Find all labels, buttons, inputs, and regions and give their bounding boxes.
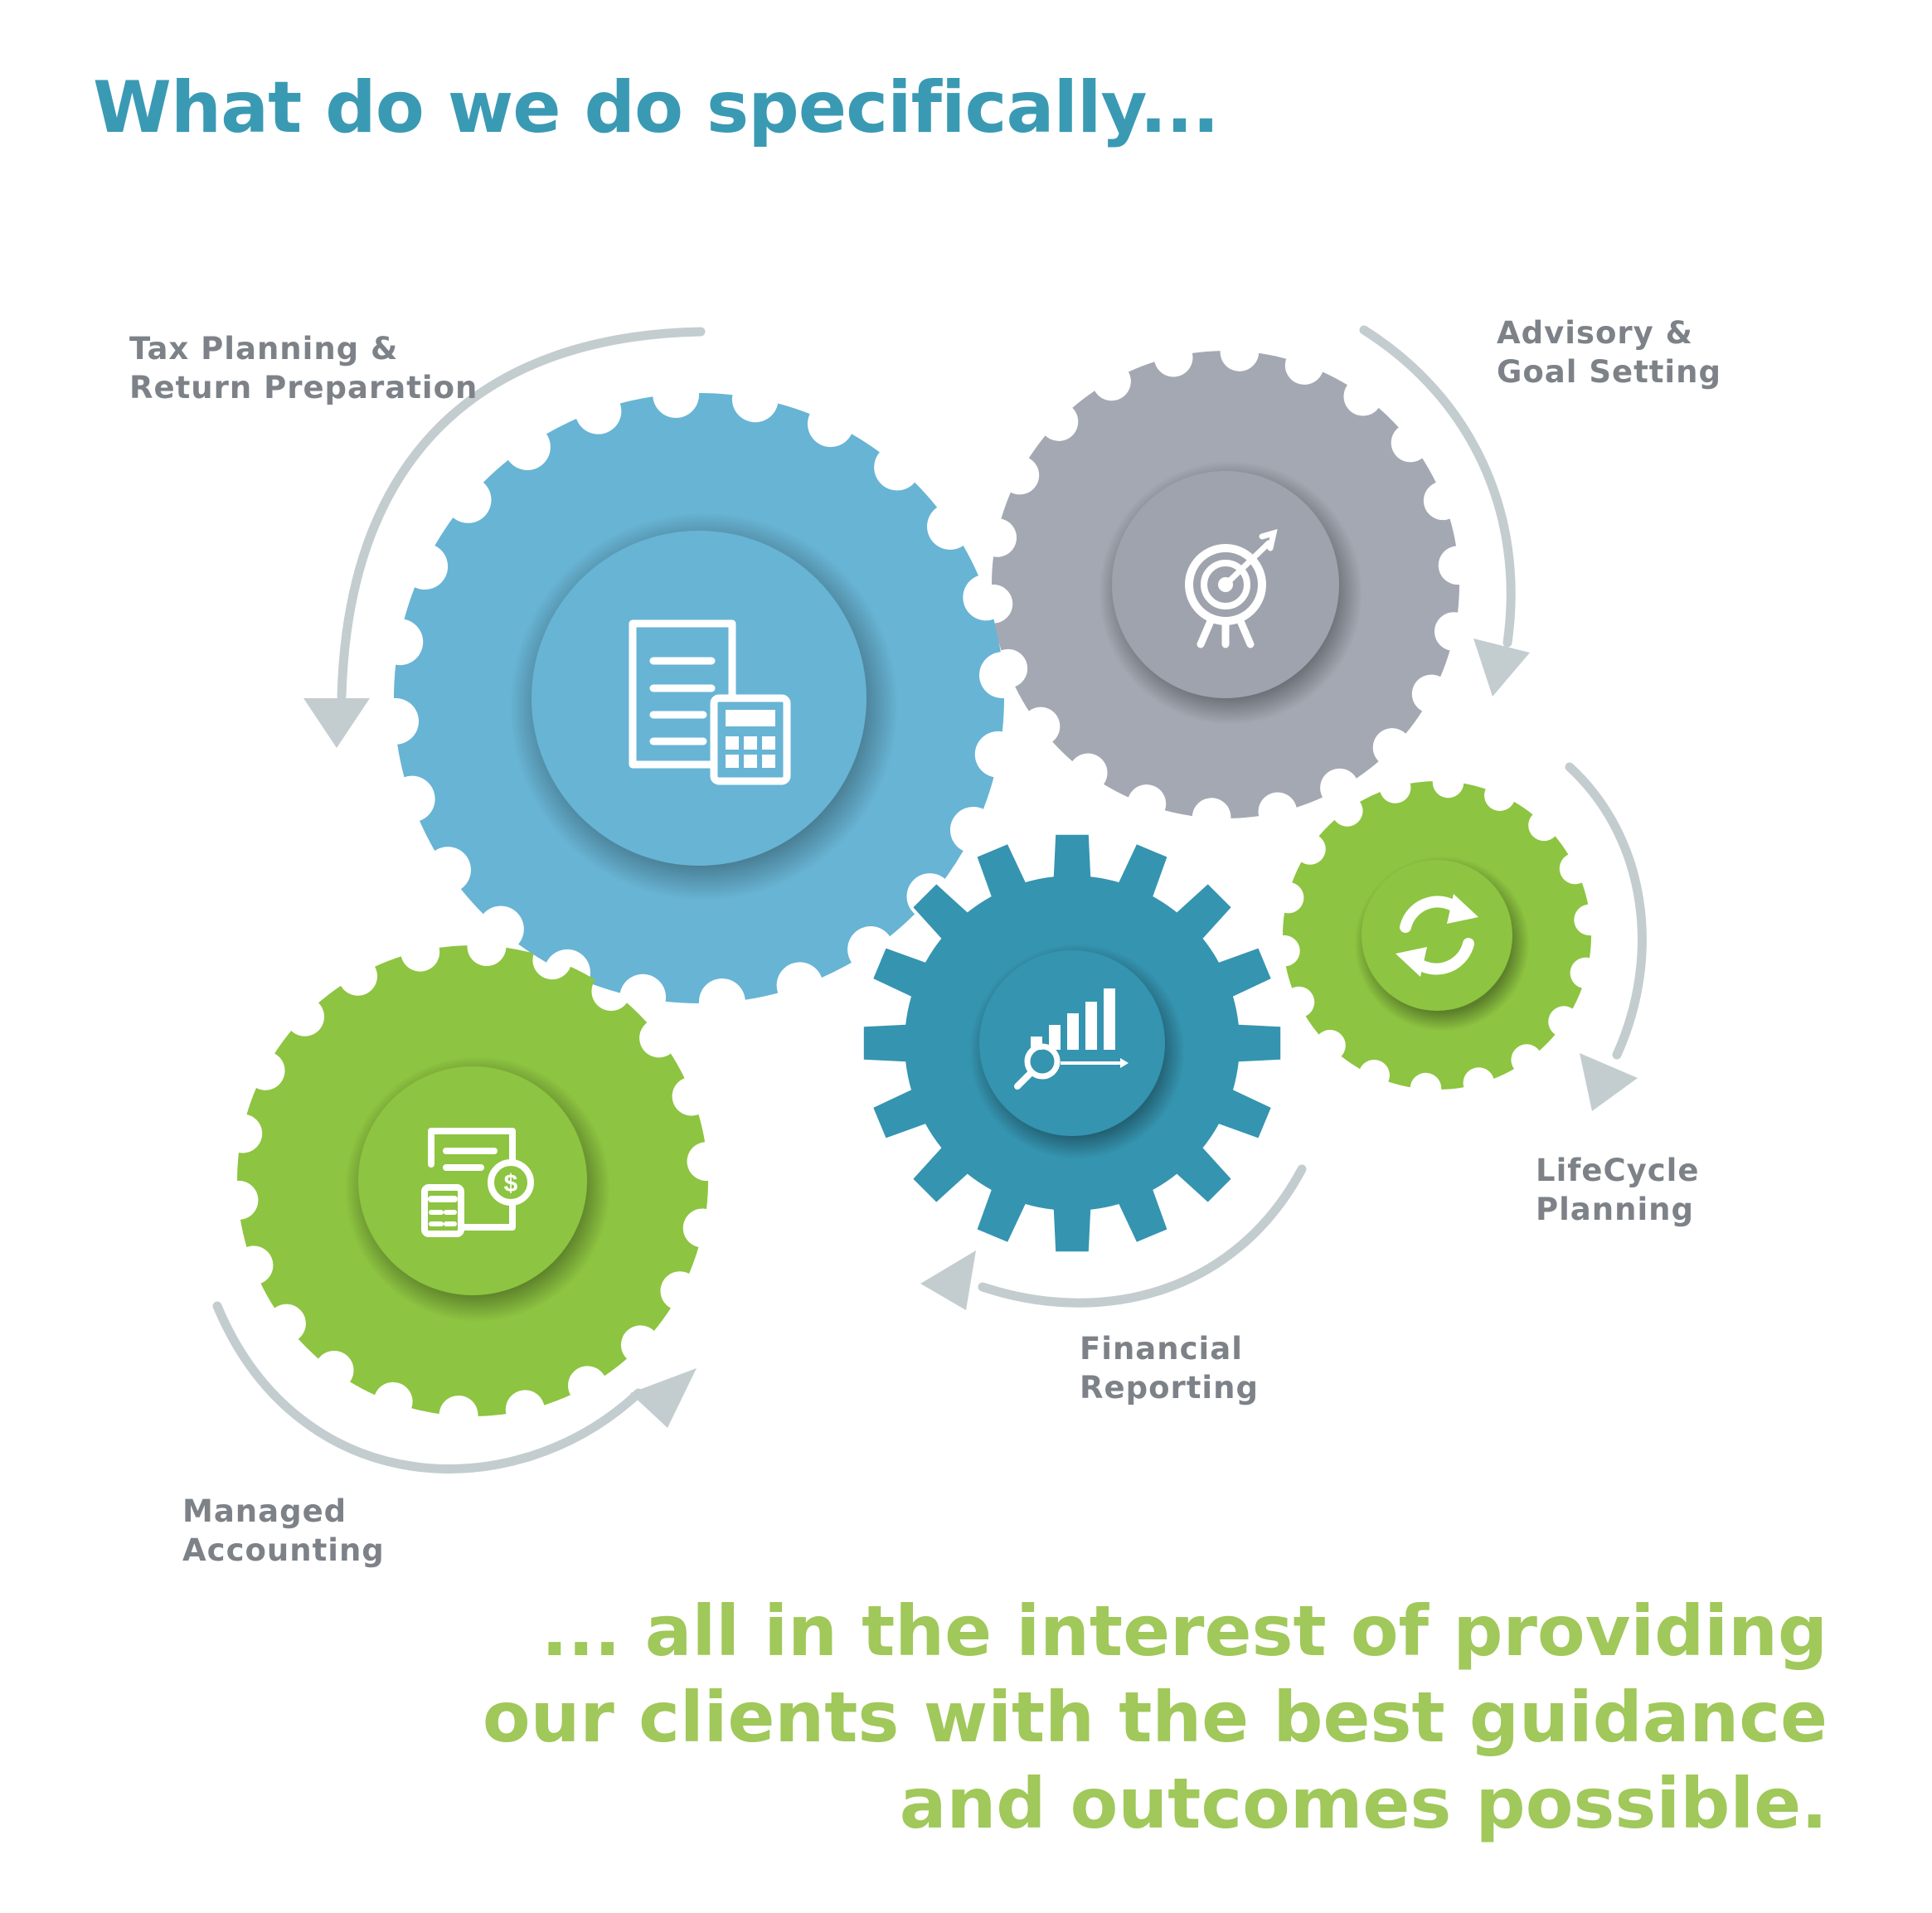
gear-hub-tax-planning: [532, 531, 866, 866]
document-calculator-icon: [629, 619, 791, 785]
arrow-tax-planning: [303, 327, 706, 748]
gear-lifecycle: [1283, 781, 1591, 1090]
tagline-line-1: ... all in the interest of providing: [541, 1590, 1828, 1672]
chart-magnifier-icon: [1014, 988, 1129, 1090]
gear-tax-planning: [393, 392, 1005, 1004]
arrow-lifecycle: [1565, 762, 1647, 1111]
label-advisory: Advisory & Goal Setting: [1497, 315, 1721, 390]
tagline-line-3: and outcomes possible.: [899, 1763, 1828, 1844]
label-managed-accounting: Managed Accounting: [182, 1493, 385, 1568]
page-title: What do we do specifically...: [93, 66, 1220, 149]
tagline: ... all in the interest of providing our…: [483, 1588, 1828, 1847]
label-tax-planning: Tax Planning & Return Preparation: [129, 331, 478, 405]
refresh-cycle-icon: [1396, 894, 1478, 977]
svg-text:$: $: [504, 1170, 518, 1197]
arrow-managed-accounting: [212, 1301, 697, 1474]
arrow-advisory: [1359, 325, 1530, 697]
label-lifecycle: LifeCycle Planning: [1536, 1153, 1700, 1227]
label-financial-reporting: Financial Reporting: [1080, 1331, 1259, 1406]
target-arrow-icon: [1185, 529, 1278, 648]
arrow-financial-reporting: [920, 1164, 1307, 1310]
gear-hub-managed-accounting: [358, 1066, 587, 1295]
tagline-line-2: our clients with the best guidance: [482, 1677, 1828, 1758]
gear-hub-lifecycle: [1362, 860, 1512, 1011]
gear-managed-accounting: [236, 945, 709, 1416]
invoice-dollar-icon: $: [421, 1128, 534, 1237]
